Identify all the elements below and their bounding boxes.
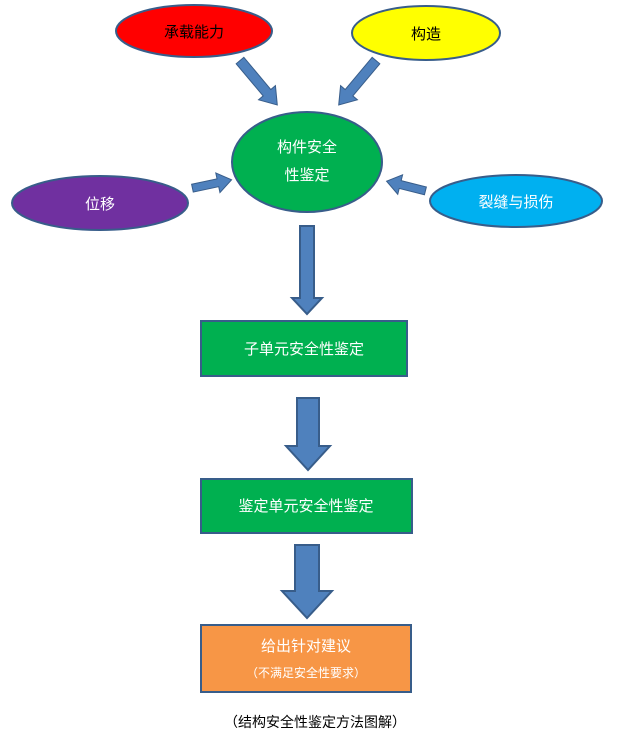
capacity-node	[115, 4, 273, 58]
member-safety-node	[231, 111, 383, 213]
displacement-node	[11, 175, 189, 231]
member-safety-label-1: 构件安全	[277, 138, 337, 156]
sub-unit-label: 子单元安全性鉴定	[244, 340, 364, 358]
capacity-label: 承载能力	[164, 23, 224, 41]
arrow-displacement-to-member	[191, 172, 233, 194]
arrow-appraisal-to-advice	[279, 544, 335, 620]
construction-node	[351, 5, 501, 61]
arrow-cracks-to-member	[385, 174, 427, 196]
diagram-caption: （结构安全性鉴定方法图解）	[224, 715, 406, 731]
advice-box	[200, 624, 412, 693]
appraisal-unit-label: 鉴定单元安全性鉴定	[238, 497, 373, 515]
advice-sublabel: （不满足安全性要求）	[246, 665, 366, 680]
sub-unit-box	[200, 320, 408, 377]
advice-label: 给出针对建议	[261, 637, 351, 655]
arrow-member-to-subunit	[289, 225, 325, 316]
construction-label: 构造	[411, 25, 441, 43]
arrow-construction-to-member	[338, 56, 381, 106]
arrow-subunit-to-appraisal	[283, 397, 333, 472]
arrow-capacity-to-member	[235, 56, 278, 106]
cracks-label: 裂缝与损伤	[478, 193, 553, 211]
member-safety-label-2: 性鉴定	[284, 166, 329, 184]
cracks-node	[429, 174, 603, 228]
displacement-label: 位移	[85, 195, 115, 213]
appraisal-unit-box	[200, 478, 413, 534]
